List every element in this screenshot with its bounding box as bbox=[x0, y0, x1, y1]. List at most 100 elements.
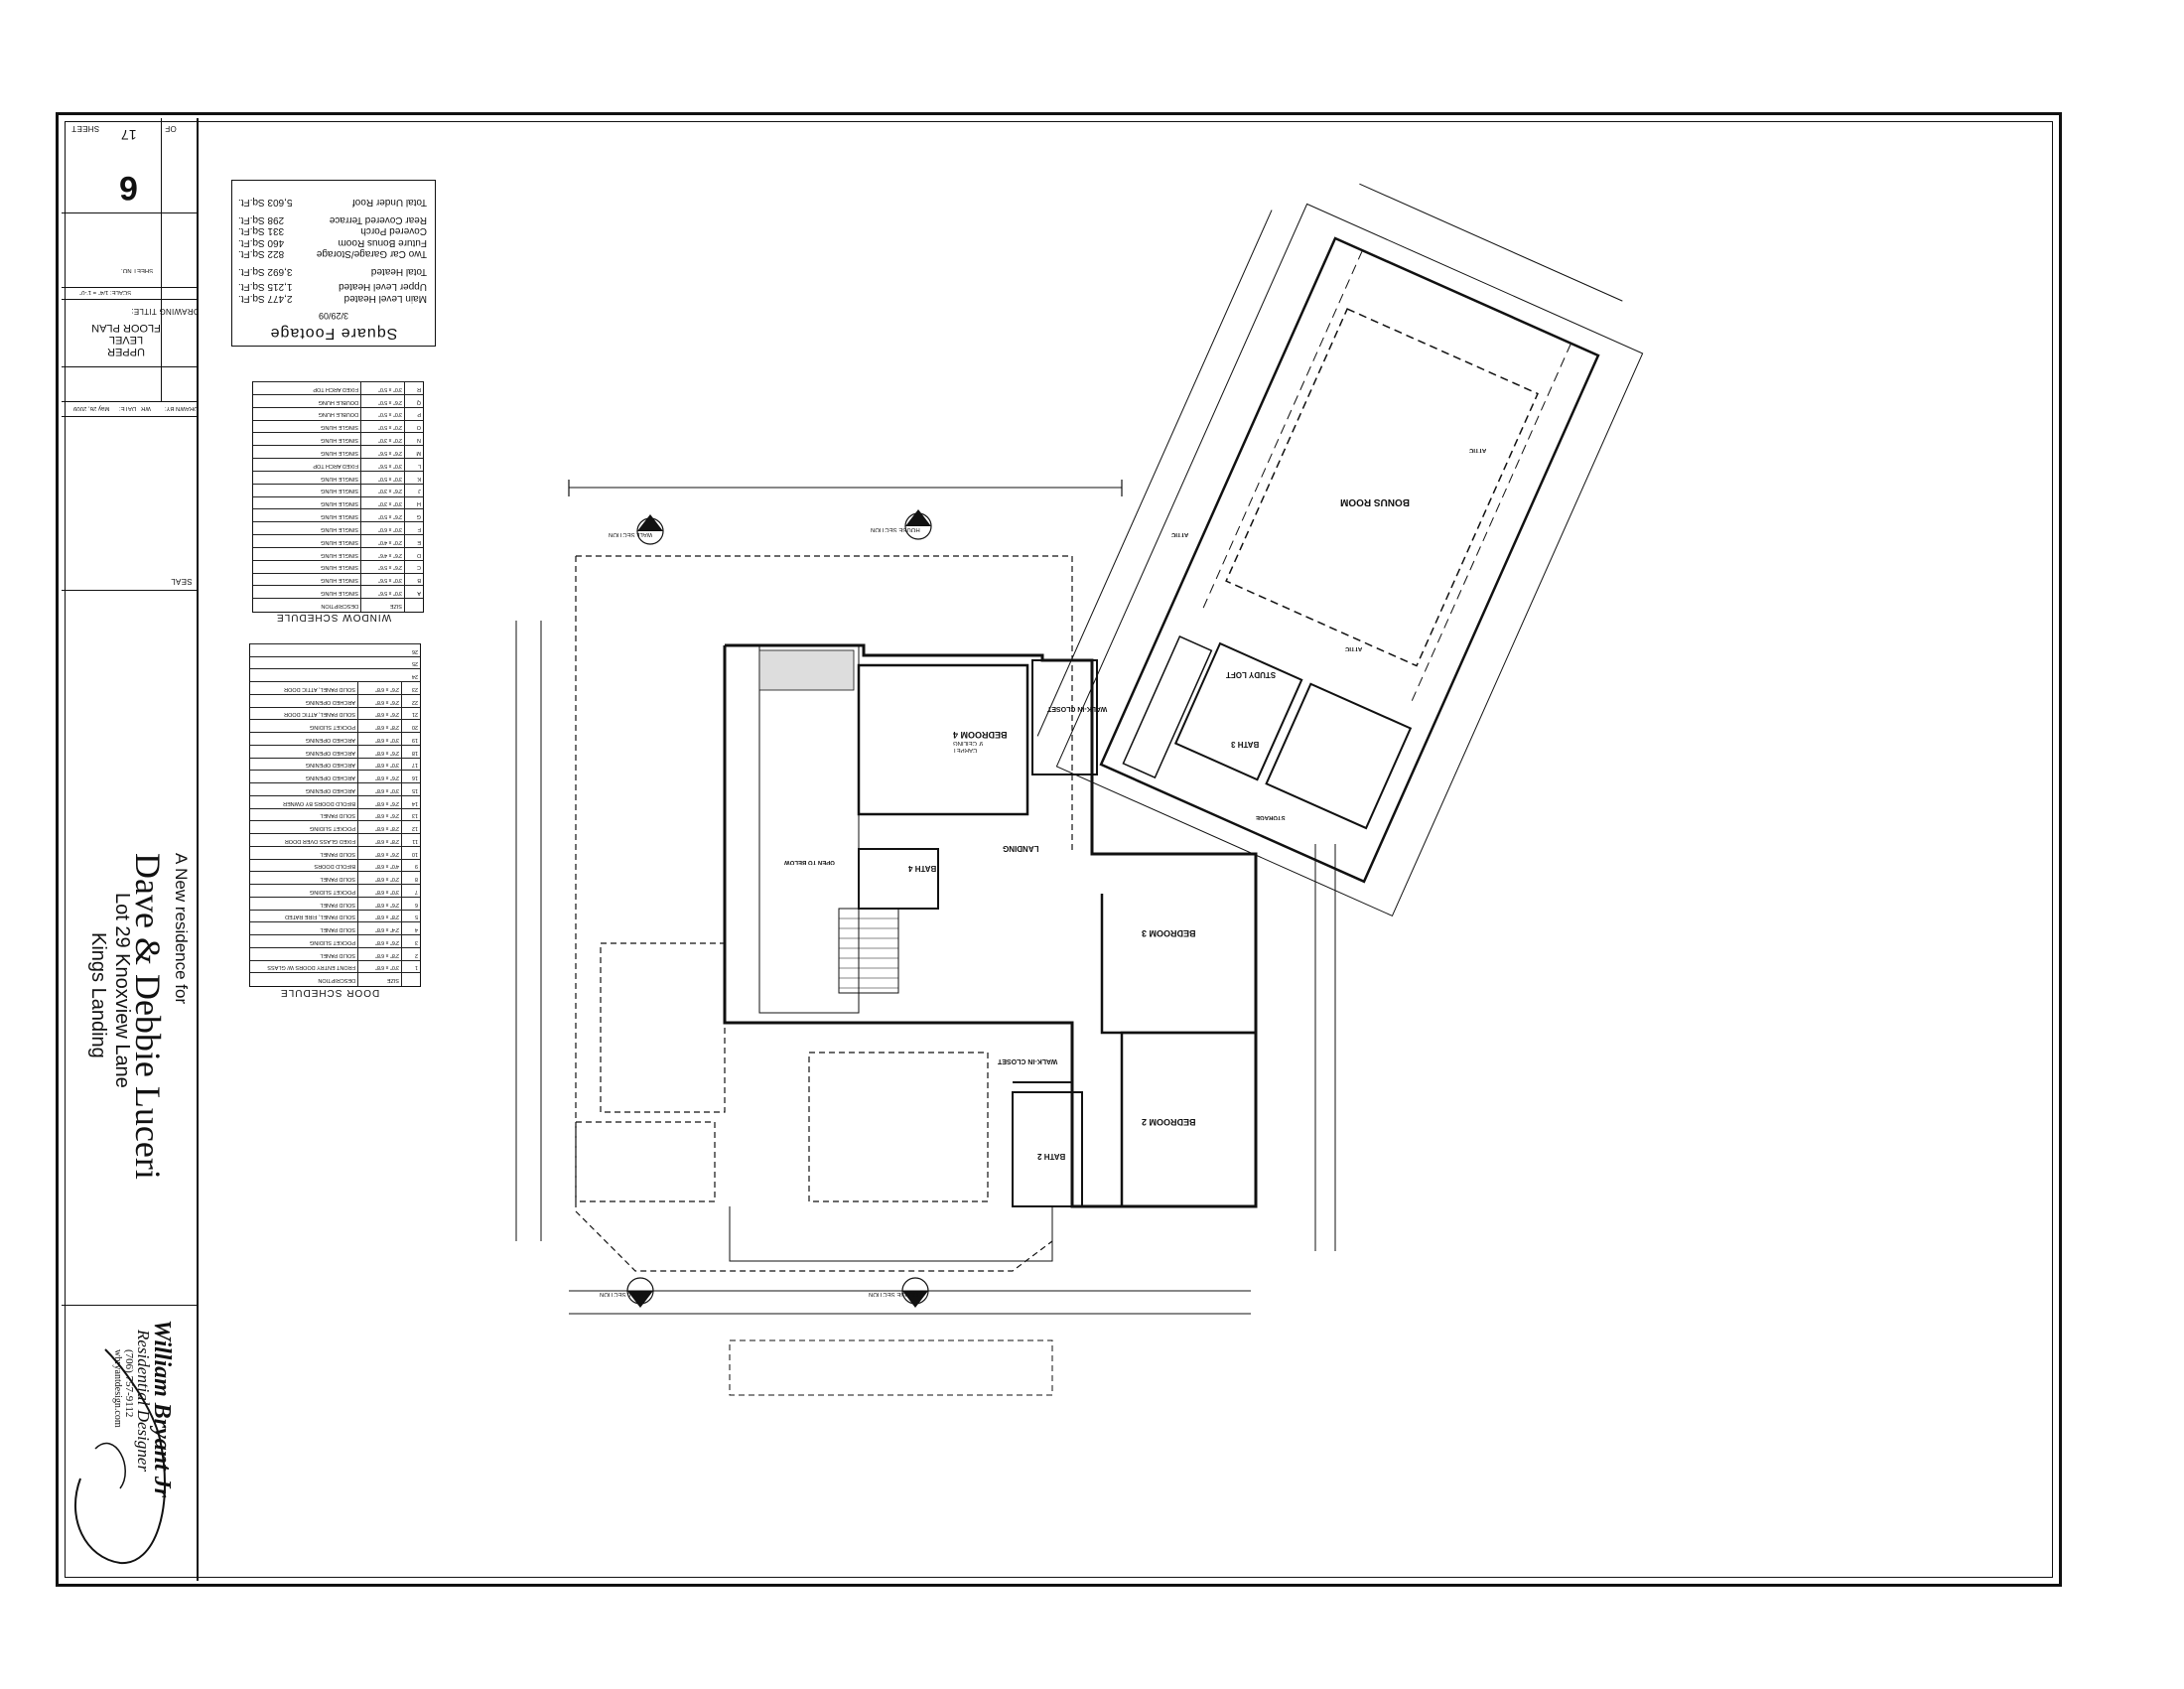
schedule-size: 2'8" x 6'8" bbox=[359, 910, 402, 923]
schedule-size: 3'0" x 5'0" bbox=[362, 407, 405, 421]
schedule-description: POCKET SLIDING bbox=[309, 885, 358, 898]
room-label-walk-in-closet: WALK-IN CLOSET bbox=[998, 1057, 1058, 1064]
window-schedule-title: WINDOW SCHEDULE bbox=[276, 612, 392, 623]
title-block-divider bbox=[62, 299, 197, 300]
drawing-sheet-border bbox=[56, 112, 2062, 1587]
schedule-id: B bbox=[417, 577, 421, 584]
square-footage-box: Square Footage 3/29/09 Main Level Heated… bbox=[231, 180, 436, 347]
signature-mark bbox=[74, 1348, 167, 1565]
schedule-description: ARCHED OPENING bbox=[305, 783, 358, 796]
title-block-divider bbox=[161, 118, 162, 401]
schedule-description: SOLID PANEL bbox=[320, 897, 358, 911]
lot-address: Lot 29 Knoxview Lane bbox=[111, 893, 133, 1088]
schedule-size: 2'8" x 6'8" bbox=[359, 834, 402, 847]
schedule-size: 3'0" x 5'6" bbox=[362, 586, 405, 600]
schedule-size: 3'0" x 3'0" bbox=[362, 496, 405, 510]
schedule-size: 2'6" x 6'8" bbox=[359, 707, 402, 721]
schedule-id: 5 bbox=[414, 914, 418, 920]
drawing-title: UPPER LEVEL FLOOR PLAN bbox=[91, 322, 161, 357]
schedule-size: 2'8" x 6'8" bbox=[359, 720, 402, 734]
room-label-bath-2: BATH 2 bbox=[1037, 1152, 1066, 1161]
sqft-row-label: Rear Covered Terrace bbox=[329, 214, 427, 225]
schedule-id: Q bbox=[416, 398, 421, 405]
schedule-description: DOUBLE HUNG bbox=[318, 394, 361, 408]
schedule-id: 8 bbox=[414, 876, 418, 883]
schedule-id: 9 bbox=[414, 863, 418, 870]
schedule-row: 24 bbox=[250, 668, 420, 683]
room-label-bedroom-2: BEDROOM 2 bbox=[1142, 1117, 1196, 1127]
schedule-description: ARCHED OPENING bbox=[305, 771, 358, 784]
schedule-description: SOLID PANEL, ATTIC DOOR bbox=[284, 682, 358, 695]
title-block-divider bbox=[62, 416, 197, 417]
schedule-description: ARCHED OPENING bbox=[305, 745, 358, 759]
schedule-id: 21 bbox=[411, 711, 418, 718]
title-block-divider bbox=[62, 1305, 197, 1306]
room-label-bath-3: BATH 3 bbox=[1231, 740, 1260, 749]
drawn-by-label: DRAWN BY: bbox=[165, 405, 199, 411]
schedule-id: 22 bbox=[411, 698, 418, 705]
sqft-row-label: Total Under Roof bbox=[351, 197, 427, 209]
schedule-id: C bbox=[417, 564, 421, 571]
schedule-size: 2'6" x 6'8" bbox=[359, 846, 402, 860]
sqft-row-value: 298 Sq.Ft. bbox=[238, 214, 285, 225]
schedule-id: 2 bbox=[414, 951, 418, 958]
sqft-row-label: Upper Level Heated bbox=[339, 281, 427, 293]
schedule-size: 2'6" x 5'0" bbox=[362, 509, 405, 523]
schedule-description: SOLID PANEL, ATTIC DOOR bbox=[284, 707, 358, 721]
schedule-description: SINGLE HUNG bbox=[321, 573, 361, 587]
schedule-id: 4 bbox=[414, 926, 418, 933]
scale-label: SCALE: 1/4" = 1'-0" bbox=[79, 289, 132, 295]
sqft-row-value: 331 Sq.Ft. bbox=[238, 225, 285, 237]
schedule-id: 1 bbox=[414, 964, 418, 971]
room-label-walk-in-closet: WALK-IN CLOSET bbox=[1047, 705, 1108, 712]
project-intro: A New residence for bbox=[172, 853, 191, 1005]
schedule-size: 2'8" x 6'8" bbox=[359, 821, 402, 835]
schedule-description: DESCRIPTION bbox=[318, 973, 358, 986]
schedule-size: 2'6" x 6'8" bbox=[359, 795, 402, 809]
schedule-size: 2'6" x 3'0" bbox=[362, 484, 405, 497]
schedule-description: ARCHED OPENING bbox=[305, 758, 358, 772]
schedule-id: 19 bbox=[411, 736, 418, 743]
schedule-id: R bbox=[417, 385, 421, 392]
schedule-size: 2'0" x 4'0" bbox=[362, 535, 405, 548]
schedule-id: E bbox=[417, 538, 421, 545]
schedule-size: 2'6" x 6'8" bbox=[359, 745, 402, 759]
schedule-description: SOLID PANEL bbox=[320, 808, 358, 822]
schedule-description: FIXED ARCH TOP bbox=[313, 459, 361, 472]
schedule-id: 6 bbox=[414, 901, 418, 908]
schedule-description: POCKET SLIDING bbox=[309, 821, 358, 835]
sheet-number: 6 bbox=[119, 169, 138, 207]
schedule-size: SIZE bbox=[359, 973, 402, 986]
schedule-size: 2'0" x 5'0" bbox=[362, 420, 405, 434]
title-block-divider bbox=[62, 366, 197, 367]
schedule-id: 17 bbox=[411, 762, 418, 769]
schedule-size: 3'0" x 6'8" bbox=[359, 960, 402, 974]
schedule-id: A bbox=[417, 590, 421, 597]
